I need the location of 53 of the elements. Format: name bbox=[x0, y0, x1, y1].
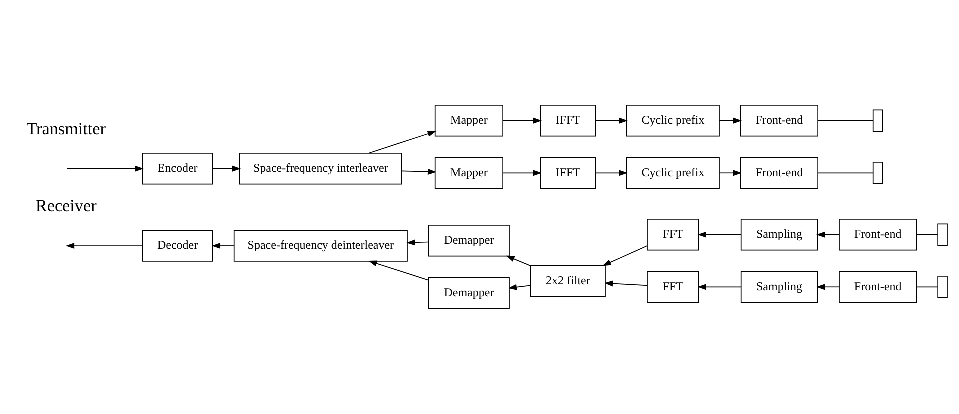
node-box bbox=[938, 276, 948, 298]
node-box bbox=[872, 162, 884, 184]
node-box: Front-end bbox=[740, 105, 818, 137]
node-box: Decoder bbox=[142, 230, 214, 262]
node-box: Front-end bbox=[740, 157, 818, 189]
arrow bbox=[698, 284, 742, 290]
arrow bbox=[719, 170, 742, 176]
connector bbox=[818, 120, 874, 122]
connector bbox=[916, 286, 938, 288]
arrow bbox=[595, 118, 628, 124]
arrow bbox=[368, 260, 430, 281]
connector bbox=[916, 234, 938, 236]
arrow bbox=[604, 280, 648, 287]
node-box: IFFT bbox=[540, 157, 596, 189]
arrow bbox=[602, 246, 648, 266]
node-box: Demapper bbox=[428, 277, 510, 309]
node-box: Demapper bbox=[428, 225, 510, 257]
label: Receiver bbox=[36, 196, 97, 216]
arrow bbox=[406, 240, 430, 246]
arrow bbox=[719, 118, 742, 124]
node-box: IFFT bbox=[540, 105, 596, 137]
arrow bbox=[212, 243, 235, 249]
label: Transmitter bbox=[26, 120, 106, 139]
arrow bbox=[502, 118, 542, 124]
node-box: Cyclic prefix bbox=[626, 157, 720, 189]
arrow bbox=[368, 131, 436, 154]
node-box bbox=[938, 224, 948, 246]
arrow bbox=[816, 284, 840, 290]
arrow bbox=[508, 284, 532, 290]
node-box: Mapper bbox=[434, 105, 504, 137]
arrow bbox=[816, 232, 840, 238]
node-box: Front-end bbox=[839, 219, 918, 251]
arrow bbox=[402, 168, 437, 175]
node-box bbox=[872, 110, 884, 132]
node-box: Sampling bbox=[740, 219, 818, 251]
arrow bbox=[212, 166, 242, 172]
arrow bbox=[698, 232, 742, 238]
arrow bbox=[595, 170, 628, 176]
node-box: Mapper bbox=[434, 157, 504, 189]
node-box: Encoder bbox=[142, 153, 214, 185]
node-box: Cyclic prefix bbox=[626, 105, 720, 137]
node-box: Space-frequency deinterleaver bbox=[234, 230, 408, 262]
arrow bbox=[66, 166, 144, 172]
node-box: Front-end bbox=[839, 271, 918, 303]
arrow bbox=[66, 243, 143, 249]
node-box: FFT bbox=[647, 271, 700, 303]
node-box: 2x2 filter bbox=[530, 265, 606, 297]
node-box: Sampling bbox=[740, 271, 818, 303]
node-box: FFT bbox=[647, 219, 700, 251]
arrow bbox=[506, 256, 532, 266]
connector bbox=[818, 172, 874, 174]
arrow bbox=[502, 170, 542, 176]
node-box: Space-frequency interleaver bbox=[240, 153, 402, 185]
